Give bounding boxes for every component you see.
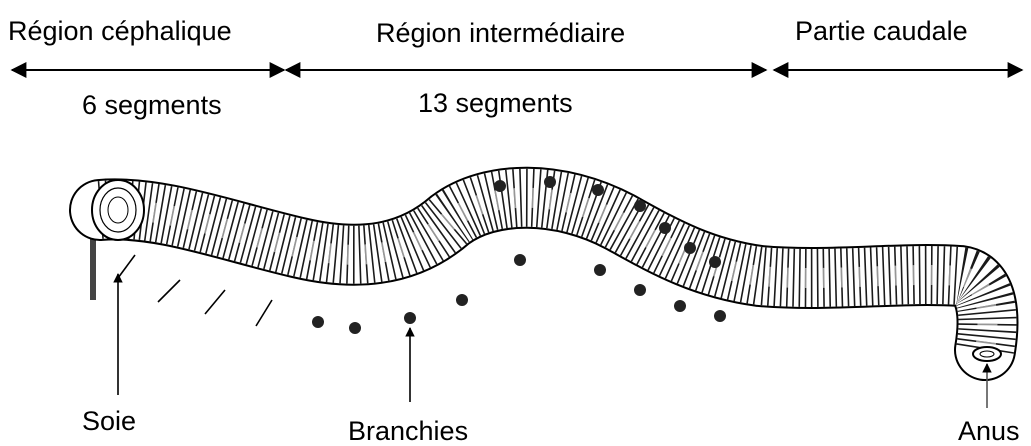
worm-body [92, 180, 1001, 361]
head-bar [90, 238, 96, 300]
